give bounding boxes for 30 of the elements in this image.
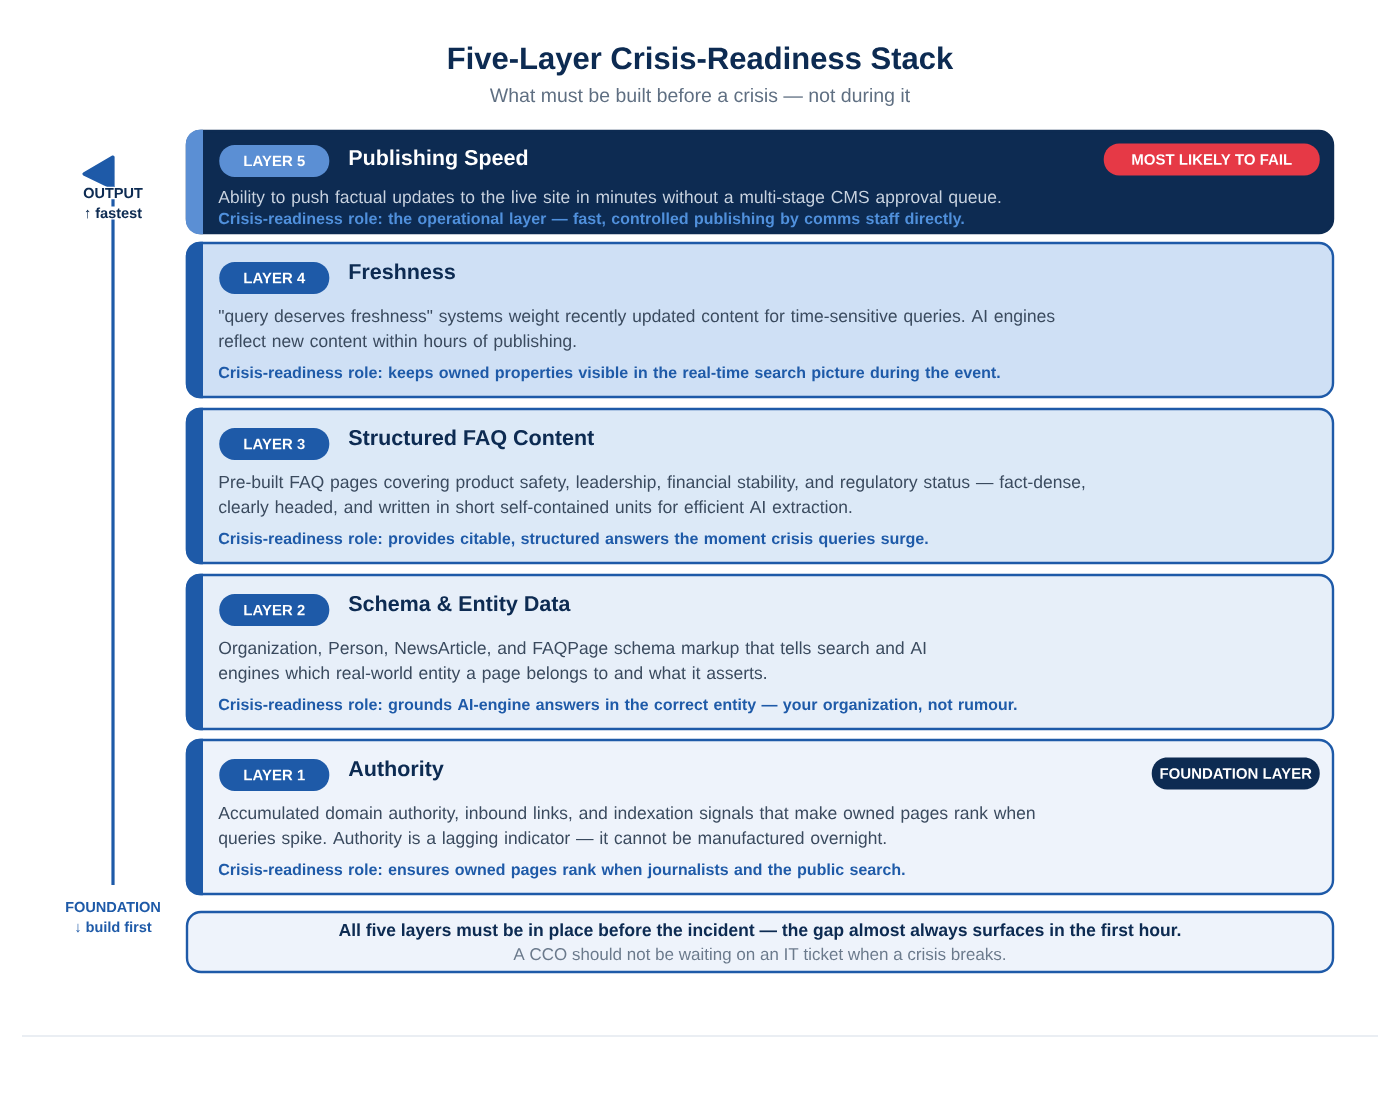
layer-heading: Authority xyxy=(348,760,444,781)
description-text: "query deserves freshness" systems weight recently updated content for time-sensitive queries. AI engines reflect new content within hours of publishing. xyxy=(219,309,1055,351)
layer-heading: Publishing Speed xyxy=(349,149,528,170)
role-text: Crisis-readiness role: provides citable, structured answers the moment crisis queries surge. xyxy=(218,532,928,548)
axis-label: OUTPUT xyxy=(82,186,144,200)
layer-badge: LAYER 2 xyxy=(219,594,330,626)
role-text: Crisis-readiness role: grounds AI-engine answers in the correct entity — your organization, not rumour. xyxy=(218,698,1017,714)
title: Five-Layer Crisis-Readiness Stack xyxy=(448,46,954,76)
layer-heading: Freshness xyxy=(349,263,455,280)
description-text: Organization, Person, NewsArticle, and FAQPage schema markup that tells search and AI engines which real-world entity a page belongs to and what it asserts. xyxy=(219,641,926,683)
description-text: Ability to push factual updates to the live site in minutes without a multi-stage CMS approval queue. xyxy=(218,190,1001,207)
subtitle: What must be built before a crisis — not during it xyxy=(489,87,910,107)
layer-heading: Structured FAQ Content xyxy=(348,429,594,450)
note-text: A CCO should not be waiting on an IT ticket when a crisis breaks. xyxy=(513,947,1005,964)
description-text: Pre-built FAQ pages covering product safety, leadership, financial stability, and regulatory status — fact-dense, clearly headed, and written in short self-contained units for efficient AI extraction. xyxy=(219,475,1085,517)
layer-badge: LAYER 5 xyxy=(219,145,330,177)
description-text: Accumulated domain authority, inbound links, and indexation signals that make owned pages rank when queries spike. Authority is a lagging indicator — it cannot be manufactured overnight. xyxy=(218,806,1035,848)
axis-label: ↓ build first xyxy=(73,920,153,934)
summary-text: All five layers must be in place before the incident — the gap almost always surfaces in the first hour. xyxy=(339,923,1181,940)
role-text: Crisis-readiness role: ensures owned pages rank when journalists and the public search. xyxy=(218,863,905,879)
axis-label: FOUNDATION xyxy=(64,900,162,914)
status-badge: FOUNDATION LAYER xyxy=(1151,757,1320,790)
layer-badge: LAYER 4 xyxy=(219,262,330,294)
layer-badge: LAYER 3 xyxy=(219,428,330,460)
role-text: Crisis-readiness role: the operational layer — fast, controlled publishing by comms staff directly. xyxy=(218,212,964,228)
status-badge: MOST LIKELY TO FAIL xyxy=(1103,143,1320,176)
role-text: Crisis-readiness role: keeps owned properties visible in the real-time search picture during the event. xyxy=(218,366,1000,382)
layer-heading: Schema & Entity Data xyxy=(348,595,571,616)
axis-label: ↑ fastest xyxy=(83,206,144,220)
layer-badge: LAYER 1 xyxy=(219,759,330,791)
